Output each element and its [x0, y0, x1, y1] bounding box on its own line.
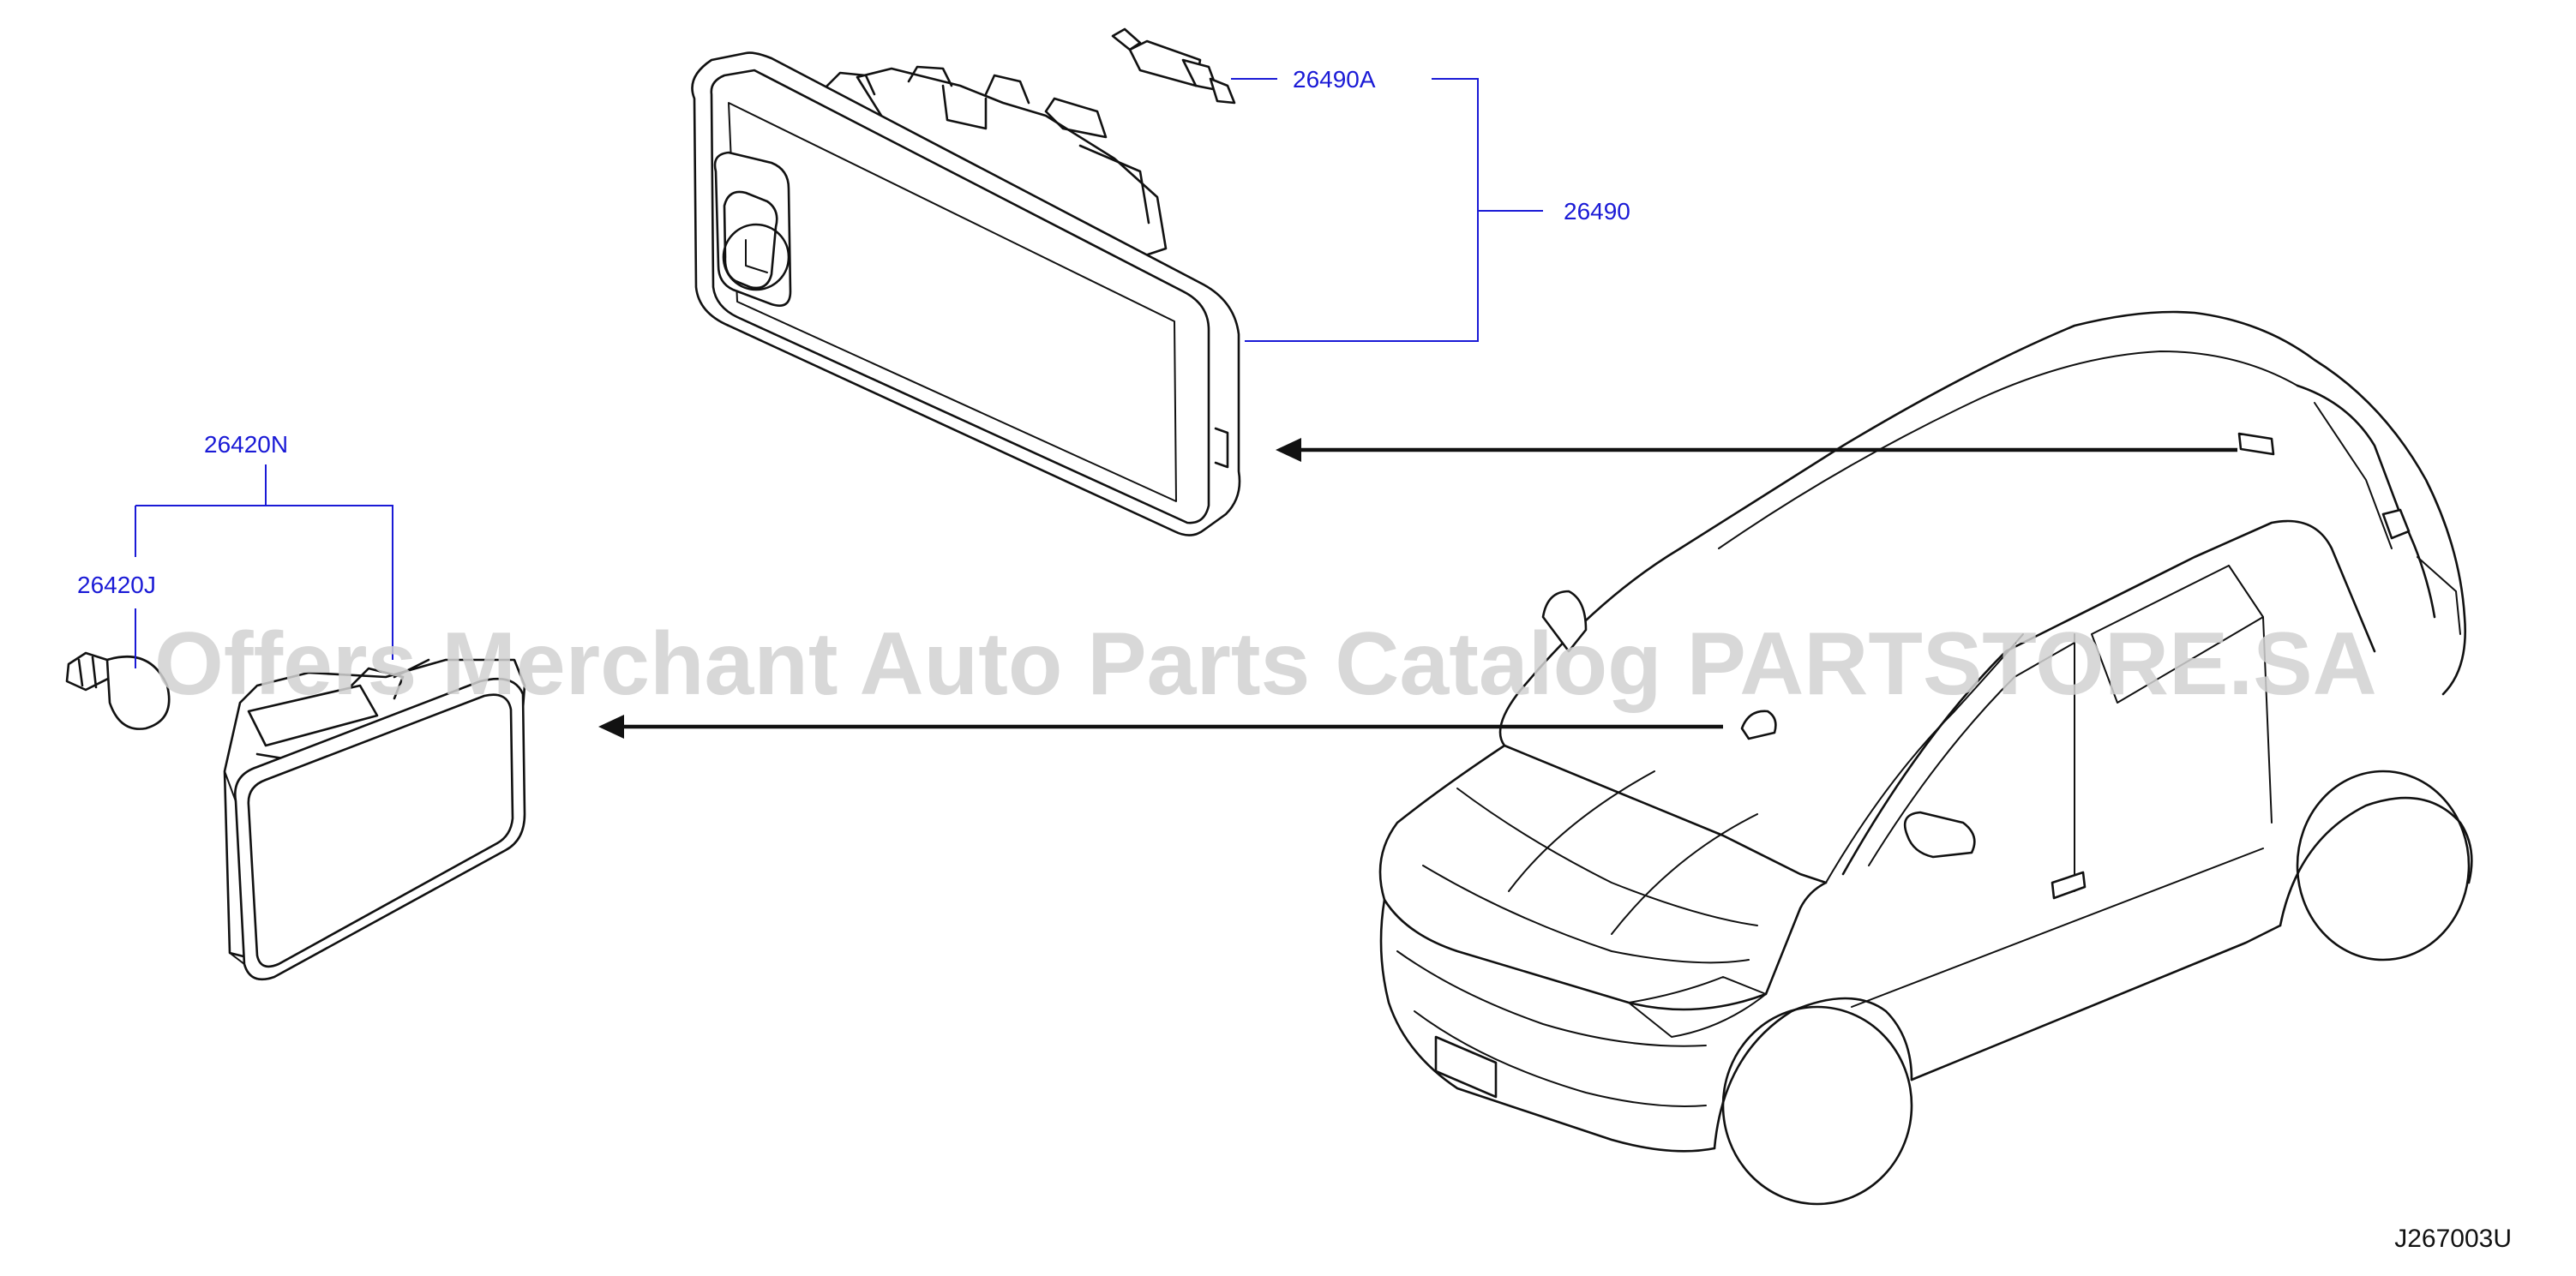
watermark-text: Offers Merchant Auto Parts Catalog PARTS… [154, 614, 2377, 714]
leader-lines-upper [1231, 78, 1543, 342]
lamp-assembly-lower-drawing [223, 658, 526, 981]
lamp-assembly-upper-drawing [691, 51, 1241, 536]
vehicle-outline-drawing [1378, 310, 2473, 1206]
label-lamp-assembly-lower: 26420N [204, 431, 288, 458]
location-arrow-upper [1276, 438, 2237, 462]
label-bulb-lower: 26420J [77, 572, 156, 598]
bulb-lower-drawing [65, 651, 171, 730]
bulb-upper-drawing [1111, 27, 1236, 105]
label-lamp-assembly-upper: 26490 [1564, 198, 1630, 225]
label-bulb-upper: 26490A [1293, 66, 1376, 93]
leader-lines-lower [135, 464, 393, 668]
location-arrow-lower [598, 715, 1723, 739]
diagram-reference-code: J267003U [2394, 1225, 2512, 1253]
